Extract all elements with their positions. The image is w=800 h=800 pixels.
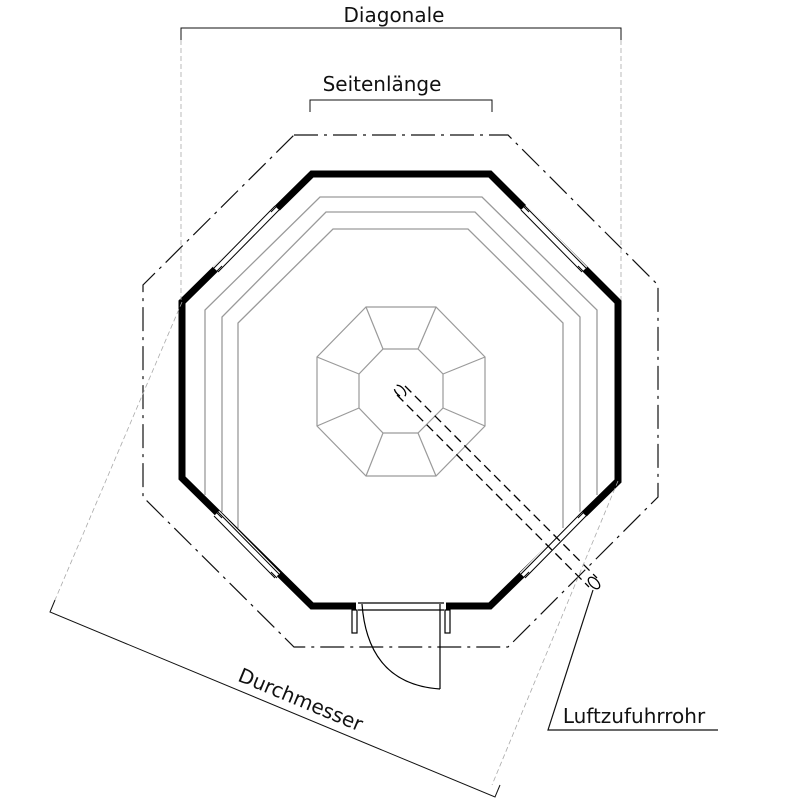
diagonal-label: Diagonale	[344, 3, 445, 27]
dimension-diagonal: Diagonale	[180, 3, 622, 300]
air-pipe-callout: Luftzufuhrrohr	[547, 589, 718, 731]
bench-line	[204, 196, 598, 495]
diameter-label: Durchmesser	[235, 663, 367, 736]
door-swing-arc	[361, 603, 441, 690]
air-pipe-label: Luftzufuhrrohr	[563, 704, 706, 728]
window-ne	[519, 204, 588, 274]
windows	[212, 204, 588, 580]
dimension-side-length: Seitenlänge	[309, 72, 493, 112]
window-sw	[212, 510, 281, 580]
door	[351, 601, 451, 690]
stove	[316, 306, 486, 477]
door-post-left	[351, 609, 358, 634]
side-length-label: Seitenlänge	[323, 72, 442, 96]
air-supply-pipe	[393, 384, 601, 590]
benches	[204, 196, 598, 528]
roof-outline	[142, 134, 659, 648]
window-se	[519, 510, 588, 580]
dimension-diameter: Durchmesser	[49, 301, 619, 798]
door-post-right	[444, 609, 451, 634]
bench-line	[237, 228, 564, 528]
window-nw	[212, 204, 281, 274]
bench-line	[221, 211, 581, 512]
